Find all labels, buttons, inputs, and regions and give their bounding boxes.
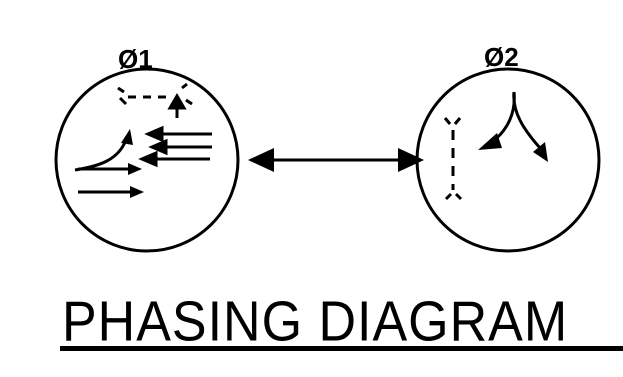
phase2-arrowheads [478, 133, 548, 162]
title-underline [60, 346, 623, 351]
phase1-dashed-bar [117, 82, 193, 106]
phase1-eastbound-arrows [74, 139, 132, 194]
phase1-arrowheads [121, 129, 144, 198]
phase2-dashed-bar [443, 117, 463, 201]
phase1-westbound-arrows [138, 125, 212, 168]
phase-transition-arrow [248, 148, 424, 172]
phase1-up-arrow-icon [167, 93, 187, 118]
phase2-circle [415, 67, 601, 253]
diagram-title: PHASING DIAGRAM [62, 290, 569, 354]
phase1-circle [54, 67, 240, 253]
phase2-turn-arrows [491, 91, 542, 149]
phase2-label: Ø2 [484, 42, 519, 72]
phase1-label: Ø1 [118, 44, 153, 74]
